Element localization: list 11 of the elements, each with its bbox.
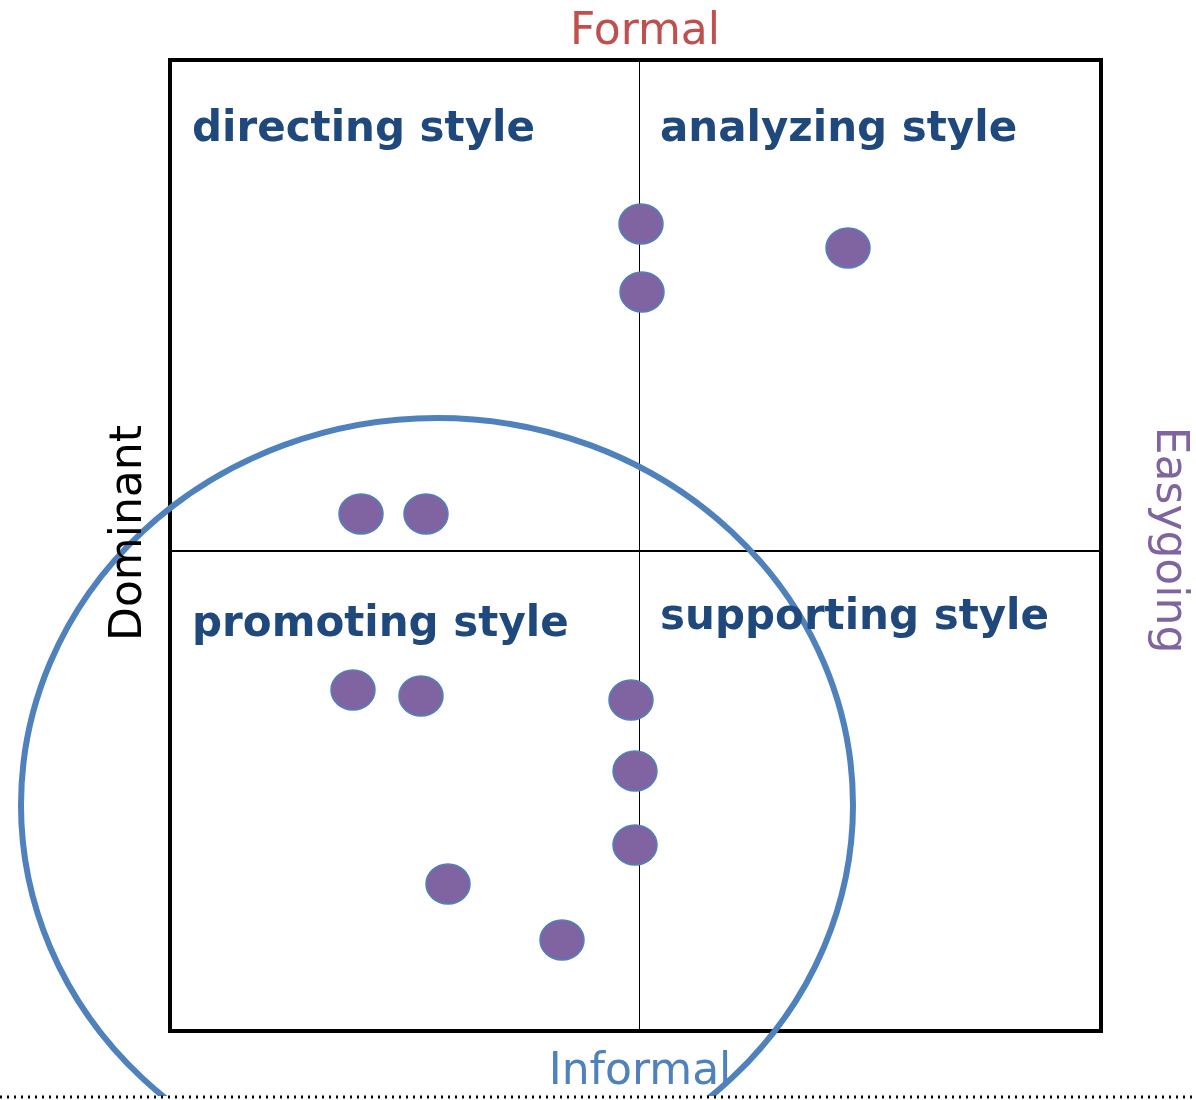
quadrant-panel bbox=[168, 58, 640, 551]
quadrant-title: directing style bbox=[192, 102, 535, 151]
quadrant-panel bbox=[639, 58, 1103, 551]
quadrant-title: analyzing style bbox=[660, 102, 1018, 151]
axis-label: Informal bbox=[548, 1042, 732, 1094]
quadrant-panel bbox=[168, 551, 640, 1033]
quadrant-title: promoting style bbox=[192, 597, 569, 646]
quadrant-panel bbox=[639, 551, 1103, 1033]
axis-label: Easygoing bbox=[1146, 426, 1196, 654]
axis-label: Dominant bbox=[99, 425, 151, 641]
axis-label: Formal bbox=[570, 2, 720, 54]
